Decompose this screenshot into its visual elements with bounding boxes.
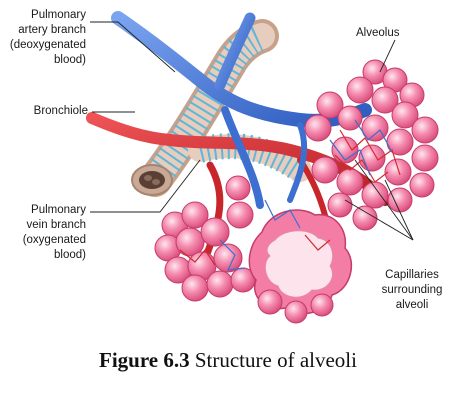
leader-line-alveolus [379, 39, 396, 73]
figure-caption: Figure 6.3 Structure of alveoli [0, 348, 456, 373]
figure-title: Structure of alveoli [194, 348, 357, 372]
figure-number: Figure 6.3 [99, 348, 190, 372]
alveolar-sac-left [154, 175, 256, 302]
label-pulmonary-vein-branch: Pulmonary vein branch (oxygenated blood) [22, 204, 86, 261]
label-alveolus: Alveolus [356, 27, 400, 39]
alveolus-cross-section [248, 209, 353, 324]
label-bronchiole: Bronchiole [33, 105, 88, 117]
capillary-network [179, 119, 401, 271]
pulmonary-artery-branch [111, 11, 372, 209]
label-pulmonary-artery-branch: Pulmonary artery branch (deoxygenated bl… [9, 9, 86, 66]
alveolar-sac-right [304, 59, 439, 231]
label-capillaries: Capillaries surrounding alveoli [381, 269, 443, 311]
leader-line-pulmonary-vein [90, 159, 201, 213]
leader-line-capillaries-2 [384, 179, 414, 241]
leader-line-capillaries-1 [354, 159, 414, 241]
leader-lines [90, 21, 414, 241]
leader-line-capillaries-3 [344, 199, 414, 241]
leader-line-pulmonary-artery [90, 21, 176, 73]
